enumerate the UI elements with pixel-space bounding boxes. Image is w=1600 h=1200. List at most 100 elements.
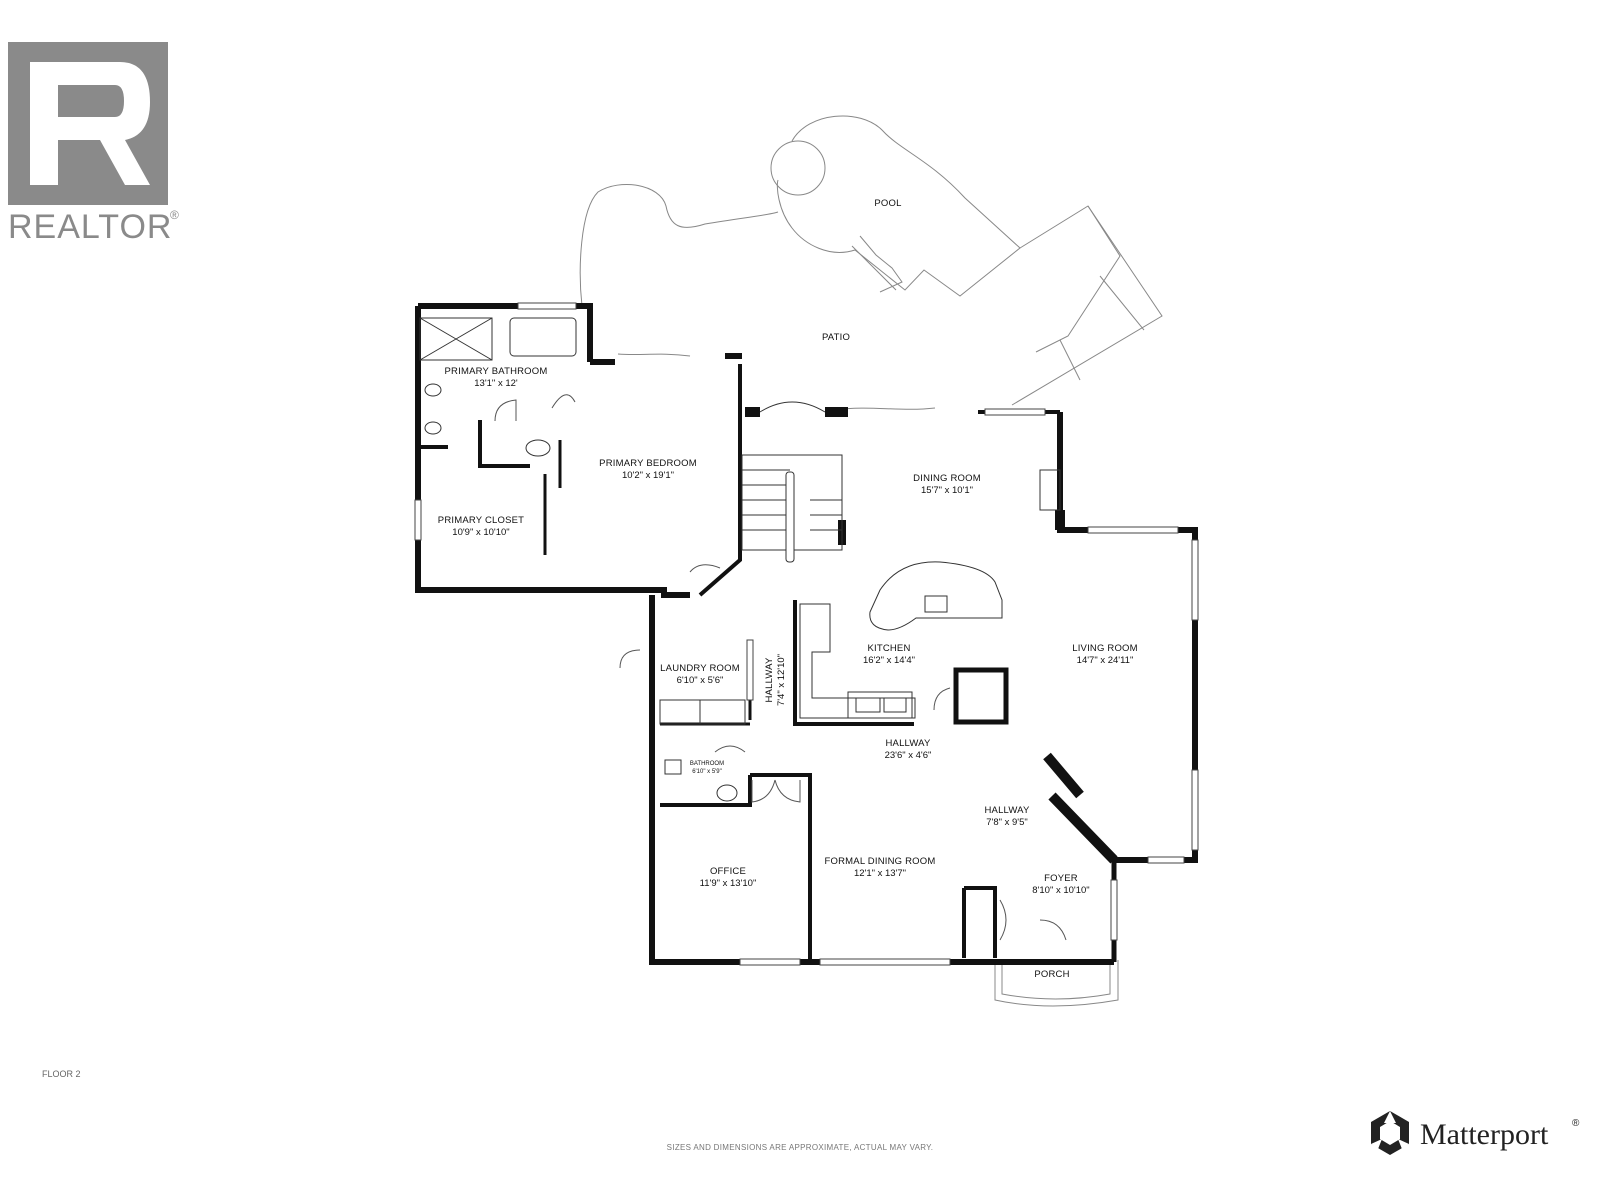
matterport-wordmark: Matterport [1420,1118,1549,1151]
dim-living-room: 14'7" x 24'11" [1077,655,1134,666]
realtor-logo: REALTOR ® [8,42,179,246]
sink-icon-2 [424,421,442,435]
room-labels: POOL PATIO PRIMARY BATHROOM 13'1" x 12' … [438,198,1138,980]
dim-formal-dining-room: 12'1" x 13'7" [854,868,906,879]
door-pantry [933,687,951,711]
dim-hallway-vertical: 7'4" x 12'10" [776,654,787,706]
deck-inner-lines [1035,205,1145,381]
kitchen-counter [799,603,916,719]
laundry-appliances [659,699,746,725]
bay-window-stair [759,401,826,413]
matterport-logo: Matterport ® [1371,1111,1580,1155]
matterport-registered-mark: ® [1572,1118,1580,1129]
door-bath-2 [714,745,746,753]
wall-left-bottom [415,306,690,598]
bathtub-icon [509,317,577,357]
label-foyer: FOYER [1044,873,1078,884]
wall-kitchen-west [793,600,914,726]
label-primary-bedroom: PRIMARY BEDROOM [599,458,697,469]
kitchen-sink-icon [924,595,948,613]
label-primary-closet: PRIMARY CLOSET [438,515,524,526]
dim-foyer: 8'10" x 10'10" [1032,885,1089,896]
toilet-icon-2 [716,784,738,802]
window-living-east-2 [1191,769,1199,851]
deck-outline [1011,205,1163,406]
porch-outline [994,960,1119,1007]
window-living-top [1087,526,1179,534]
label-porch: PORCH [1034,969,1069,980]
toilet-icon [525,439,551,457]
window-living-east [1191,539,1199,621]
hallway-vertical-label-group: HALLWAY 7'4" x 12'10" [764,654,787,706]
door-office [751,779,801,803]
label-laundry-room: LAUNDRY ROOM [660,663,740,674]
dim-hallway-foyer: 7'8" x 9'5" [986,817,1028,828]
wall-fireplace [1043,752,1084,799]
cooktop-icon [847,691,913,719]
wall-wc [478,420,530,468]
label-office: OFFICE [710,866,746,877]
dim-office: 11'9" x 13'10" [700,878,757,889]
sink-icon-3 [664,759,682,775]
window-office [739,958,801,966]
kitchen-island [869,561,1003,631]
pool-outline [776,115,1021,297]
wall-closet-foyer [962,886,997,958]
door-foyer [999,899,1067,941]
dim-bathroom: 6'10" x 5'9" [692,769,722,775]
window-dining [984,408,1046,416]
windows [414,302,1199,966]
dim-primary-bathroom: 13'1" x 12' [474,378,518,389]
sink-icon [424,383,442,397]
dim-laundry-room: 6'10" x 5'6" [677,675,724,686]
door-bath [551,394,576,409]
door-laundry-ext [619,649,641,669]
window-closet [414,499,422,541]
door-bedroom [689,564,721,573]
fixtures [419,317,1061,802]
staircase-outline [741,454,843,551]
dim-hallway-main: 23'6" x 4'6" [885,750,932,761]
dim-primary-bedroom: 10'2" x 19'1" [622,470,674,481]
floor-label: FLOOR 2 [42,1069,81,1079]
label-patio: PATIO [822,332,850,343]
realtor-registered-mark: ® [170,208,179,222]
disclaimer-text: SIZES AND DIMENSIONS ARE APPROXIMATE, AC… [667,1143,934,1152]
label-dining-room: DINING ROOM [913,473,981,484]
window-foyer [1110,879,1118,941]
outdoor-outlines [579,115,1163,1007]
window-living-bottom [1147,856,1185,864]
shower-outline [419,317,493,361]
label-living-room: LIVING ROOM [1072,643,1138,654]
label-bathroom: BATHROOM [690,761,724,767]
window-bath [517,302,577,310]
walls [415,303,1198,965]
pool-spa-circle [770,140,826,196]
wall-foyer-diagonal [1048,792,1118,864]
window-laundry [746,639,754,701]
dining-fireplace [1039,469,1061,511]
wall-bath-top [418,303,593,362]
wall-west [649,595,1000,965]
patio-edge [617,353,691,357]
realtor-wordmark: REALTOR [8,208,172,246]
label-hallway-vertical: HALLWAY [764,657,775,703]
wall-office [660,773,812,960]
porch-inner [1001,960,1111,1000]
window-formal-dining [819,958,951,966]
label-primary-bathroom: PRIMARY BATHROOM [445,366,548,377]
doors [494,394,1067,941]
shower-drain-icon [419,317,493,361]
label-hallway-foyer: HALLWAY [984,805,1030,816]
label-pool: POOL [874,198,901,209]
label-formal-dining-room: FORMAL DINING ROOM [825,856,936,867]
pool-steps [851,235,903,293]
stair-rail [785,471,795,563]
wall-hall-diagonal [698,415,742,597]
matterport-mark-icon [1371,1111,1409,1155]
realtor-r-icon [30,62,150,185]
dim-dining-room: 15'7" x 10'1" [921,485,973,496]
dim-kitchen: 16'2" x 14'4" [863,655,915,666]
wall-kitchen-island-pillar [953,667,1009,725]
